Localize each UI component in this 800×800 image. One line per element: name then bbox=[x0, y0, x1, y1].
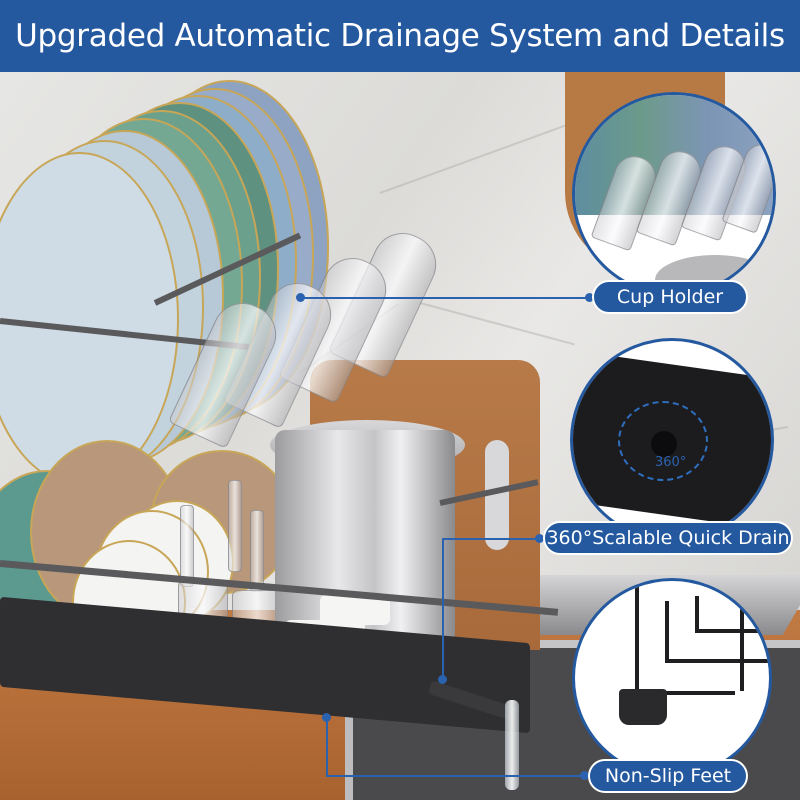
cup-holder-label: Cup Holder bbox=[592, 280, 748, 314]
leader-dot bbox=[585, 293, 594, 302]
banner-title: Upgraded Automatic Drainage System and D… bbox=[15, 18, 785, 54]
water-stream bbox=[505, 700, 519, 790]
rubber-foot bbox=[619, 689, 667, 725]
rotation-badge: 360° bbox=[655, 455, 687, 470]
title-banner: Upgraded Automatic Drainage System and D… bbox=[0, 0, 800, 72]
non-slip-feet-label: Non-Slip Feet bbox=[588, 759, 748, 793]
rotate-360-icon bbox=[618, 401, 708, 481]
cup-holder-detail-circle bbox=[572, 92, 776, 296]
leader-dot bbox=[322, 713, 331, 722]
drain-leader-line bbox=[443, 538, 553, 540]
feet-leader-line bbox=[326, 775, 583, 777]
leader-dot bbox=[438, 675, 447, 684]
quick-drain-label: 360°Scalable Quick Drain bbox=[543, 521, 793, 555]
feet-detail-circle bbox=[572, 578, 772, 778]
feet-leader-line-vertical bbox=[326, 717, 328, 775]
cup-holder-leader-line bbox=[300, 297, 590, 299]
drain-detail-circle: 360° bbox=[570, 338, 774, 542]
leader-dot bbox=[296, 293, 305, 302]
leader-dot bbox=[535, 534, 544, 543]
drain-leader-line-vertical bbox=[442, 538, 444, 683]
leader-dot bbox=[580, 771, 589, 780]
